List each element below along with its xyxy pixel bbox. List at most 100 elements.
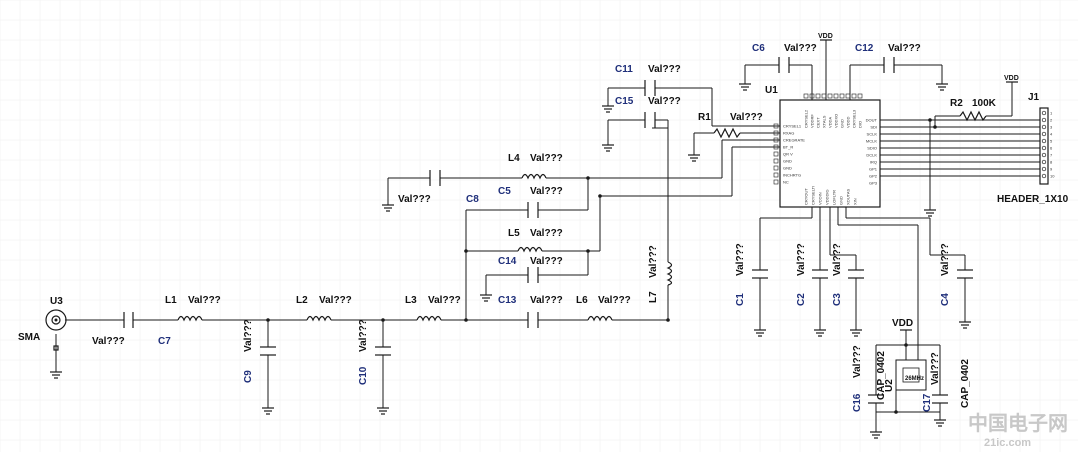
label-j1-name: HEADER_1X10 bbox=[997, 194, 1069, 205]
ic-pin-label: CREGRATE bbox=[783, 138, 805, 143]
sma-connector bbox=[45, 309, 67, 351]
label-u2: U2 bbox=[884, 379, 895, 392]
label-c5: C5 bbox=[498, 186, 511, 197]
ic-pin-label: GP3 bbox=[869, 181, 878, 186]
label-c12: C12 bbox=[855, 43, 874, 54]
capacitor-c12 bbox=[883, 57, 895, 73]
ic-pin-label: RXAG bbox=[783, 131, 794, 136]
ground-icon bbox=[602, 144, 614, 152]
pin-pad bbox=[803, 93, 809, 99]
ground-icon bbox=[688, 154, 700, 162]
header-pin bbox=[1041, 138, 1047, 144]
pin-pad bbox=[773, 165, 779, 171]
capacitor-c3 bbox=[848, 269, 864, 279]
inductor-l1 bbox=[177, 315, 203, 322]
junctions bbox=[266, 118, 937, 414]
ic-pin-label: VDDRF bbox=[810, 114, 815, 128]
header-pin bbox=[1041, 166, 1047, 172]
ic-pin-label: XOUTAS bbox=[846, 189, 851, 205]
ground-icon bbox=[870, 431, 882, 439]
label-l7: L7 bbox=[648, 291, 659, 303]
header-pin-number: 7 bbox=[1050, 153, 1053, 158]
label-sma: SMA bbox=[18, 332, 40, 343]
ground-icon bbox=[602, 105, 614, 113]
ground-icon bbox=[814, 329, 826, 337]
header-pin bbox=[1041, 117, 1047, 123]
value-r1: Val??? bbox=[730, 112, 763, 123]
ic-pin-label: GP1 bbox=[869, 167, 878, 172]
label-l3: L3 bbox=[405, 295, 417, 306]
package-c17: CAP_0402 bbox=[960, 359, 971, 408]
header-pin bbox=[1041, 131, 1047, 137]
ic-pin-label: IRQ bbox=[870, 160, 877, 165]
ic-pin-label: LOFLTR bbox=[832, 190, 837, 205]
inductor-l5 bbox=[517, 246, 543, 253]
pin-pad bbox=[845, 93, 851, 99]
value-c12: Val??? bbox=[888, 43, 921, 54]
ic-pin-label: SCLK bbox=[867, 132, 878, 137]
label-vdd-top: VDD bbox=[818, 33, 833, 40]
inductor-l7 bbox=[666, 261, 673, 286]
ground-icon bbox=[936, 83, 948, 91]
label-c2: C2 bbox=[796, 293, 807, 306]
ic-pin-label: VDDA bbox=[828, 117, 833, 128]
crystal-u2 bbox=[895, 359, 927, 391]
inductor-l2 bbox=[306, 315, 332, 322]
ground-icon bbox=[959, 321, 971, 329]
value-c5: Val??? bbox=[530, 186, 563, 197]
value-c3: Val??? bbox=[832, 243, 843, 276]
label-l4: L4 bbox=[508, 153, 520, 164]
value-c16: Val??? bbox=[852, 345, 863, 378]
wires bbox=[55, 40, 1040, 432]
ic-pin-label: MCLK bbox=[866, 139, 877, 144]
ic-pin-label: CRYSEL2 bbox=[804, 109, 809, 128]
labels: U3 SMA Val??? C7 L1 Val??? L2 Val??? L3 … bbox=[18, 33, 1069, 382]
header-pin bbox=[1041, 110, 1047, 116]
label-c1: C1 bbox=[735, 293, 746, 306]
ic-pin-label: CRYSELTI bbox=[811, 186, 816, 205]
ic-pin-label: GND bbox=[839, 196, 844, 205]
package-c16: CAP_0402 bbox=[876, 351, 887, 400]
ground-icon bbox=[50, 371, 62, 379]
capacitor-c1 bbox=[752, 269, 768, 279]
label-c10: C10 bbox=[358, 366, 369, 385]
label-c7: C7 bbox=[158, 336, 171, 347]
resistor-r2 bbox=[959, 110, 987, 122]
capacitor-c8 bbox=[429, 170, 441, 186]
value-c10: Val??? bbox=[358, 319, 369, 352]
label-c15: C15 bbox=[615, 96, 634, 107]
ic-pin-label: CRYOUT bbox=[804, 188, 809, 205]
ic-pin-label: INCHRTG bbox=[783, 173, 801, 178]
pin-pad bbox=[773, 151, 779, 157]
label-l5: L5 bbox=[508, 228, 520, 239]
pin-pad bbox=[839, 93, 845, 99]
capacitor-c5 bbox=[527, 202, 539, 218]
label-c16: C16 bbox=[852, 393, 863, 412]
ic-pin-label: SDIO bbox=[867, 146, 877, 151]
ic-pin-label: GND bbox=[783, 159, 792, 164]
label-l6: L6 bbox=[576, 295, 588, 306]
pin-pad bbox=[809, 93, 815, 99]
label-j1: J1 bbox=[1028, 92, 1040, 103]
ic-pin-label: GND bbox=[840, 119, 845, 128]
label-r2: R2 bbox=[950, 98, 963, 109]
ground-icon bbox=[754, 329, 766, 337]
label-c17: C17 bbox=[922, 393, 933, 412]
watermark: 中国电子网 21ic.com bbox=[968, 411, 1068, 449]
pin-pad bbox=[833, 93, 839, 99]
label-l2: L2 bbox=[296, 295, 308, 306]
label-l1: L1 bbox=[165, 295, 177, 306]
header-pin-number: 1 bbox=[1050, 111, 1053, 116]
ic-pin-label: DOUT bbox=[866, 118, 878, 123]
capacitor-c2 bbox=[812, 269, 828, 279]
ground-icon bbox=[382, 204, 394, 212]
header-pin bbox=[1041, 152, 1047, 158]
rotated-labels: C9 Val??? C10 Val??? L7 Val??? C1 Val???… bbox=[243, 243, 971, 412]
pin-pad bbox=[773, 123, 779, 129]
value-c4: Val??? bbox=[940, 243, 951, 276]
header-pin bbox=[1041, 124, 1047, 130]
value-c7: Val??? bbox=[92, 336, 125, 347]
